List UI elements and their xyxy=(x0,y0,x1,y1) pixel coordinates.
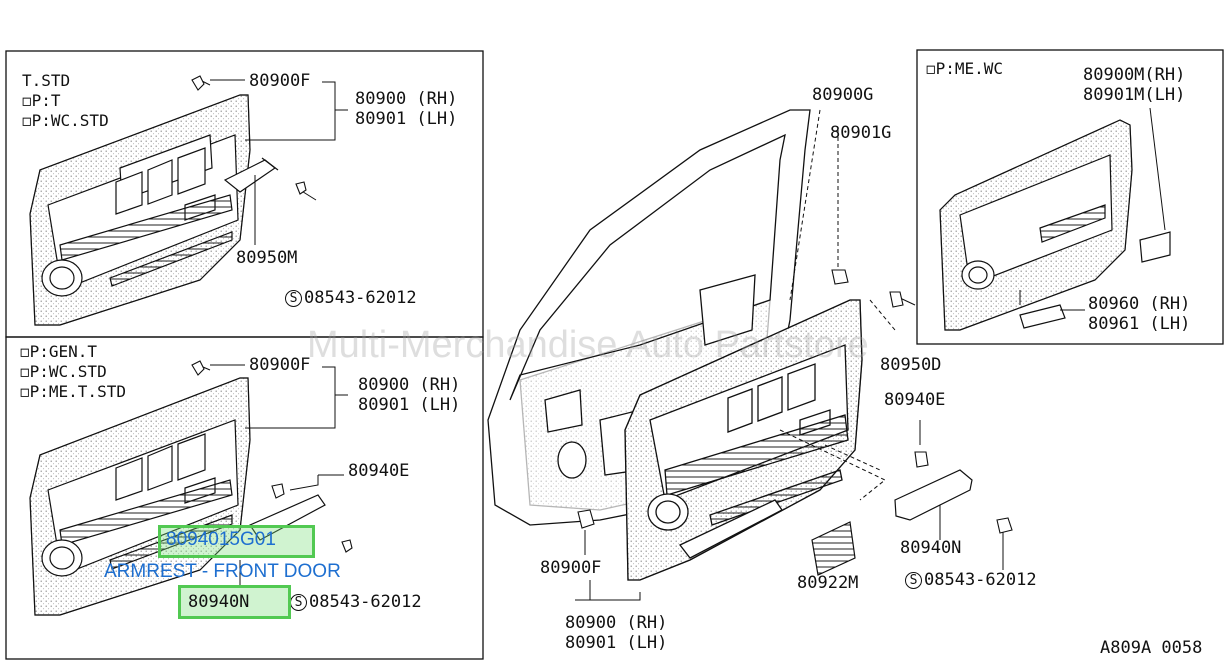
part-label: 80900 (RH) xyxy=(565,613,668,633)
part-label: 80900 (RH) xyxy=(358,375,461,395)
part-label: 80901 (LH) xyxy=(565,633,668,653)
fasteners-main xyxy=(577,269,1013,534)
part-label: 80901 (LH) xyxy=(358,395,461,415)
highlight-part-description: ARMREST - FRONT DOOR xyxy=(104,561,341,582)
leader-lines-main-solid xyxy=(575,297,1004,601)
option-code: ◻P:GEN.T xyxy=(20,342,98,361)
door-trim-panel-top-right xyxy=(939,119,1171,331)
part-label: 80950D xyxy=(880,355,942,375)
door-trim-panel-main xyxy=(624,299,863,581)
frame-bottom-left xyxy=(5,336,484,660)
armrest-label-highlight[interactable] xyxy=(178,585,291,619)
part-label: 80940N xyxy=(900,538,962,558)
option-code: T.STD xyxy=(22,71,71,90)
part-label: 80900 (RH) xyxy=(355,89,458,109)
part-label: 80922M xyxy=(797,573,859,593)
part-label: 80900F xyxy=(249,355,311,375)
part-label: 08543-62012 xyxy=(304,288,417,308)
part-label: 80901G xyxy=(830,123,892,143)
option-code: ◻P:ME.T.STD xyxy=(20,382,126,401)
fasteners-bottom-left xyxy=(191,360,353,553)
figure-code: A809A 0058 xyxy=(1100,638,1203,658)
part-label: 80950M xyxy=(236,248,298,268)
fasteners-top-left xyxy=(191,75,307,195)
armrest-main xyxy=(894,469,973,521)
part-label: 08543-62012 xyxy=(309,592,422,612)
part-label: 80900F xyxy=(249,71,311,91)
part-label: 08543-62012 xyxy=(924,570,1037,590)
part-label: 80900M(RH) xyxy=(1083,65,1186,85)
part-label: 80901 (LH) xyxy=(355,109,458,129)
part-label: 80960 (RH) xyxy=(1088,294,1191,314)
frame-top-right xyxy=(916,49,1224,345)
watermark: Multi-Merchandise Auto Partstore xyxy=(307,324,869,366)
highlight-part-number[interactable]: 8094015G01 xyxy=(166,529,276,550)
inset-frames xyxy=(5,49,1224,660)
part-number-highlight[interactable] xyxy=(158,525,315,558)
part-label: 80900G xyxy=(812,85,874,105)
part-label: 80900F xyxy=(540,558,602,578)
grille-main xyxy=(811,521,856,576)
standard-part-symbol: S xyxy=(905,571,922,589)
part-label: 80961 (LH) xyxy=(1088,314,1191,334)
option-code: ◻P:WC.STD xyxy=(20,362,107,381)
door-trim-panel-top-left xyxy=(29,94,279,326)
part-label: 80901M(LH) xyxy=(1083,85,1186,105)
part-label: 80940E xyxy=(348,461,410,481)
leader-lines-top-right xyxy=(1019,107,1166,311)
part-label-armrest[interactable]: 80940N xyxy=(188,592,250,612)
leader-lines-main xyxy=(779,109,896,501)
part-label: 80940E xyxy=(884,390,946,410)
standard-part-symbol: S xyxy=(285,289,302,307)
option-code: ◻P:T xyxy=(22,91,61,110)
option-code: ◻P:ME.WC xyxy=(926,59,1004,78)
option-code: ◻P:WC.STD xyxy=(22,111,109,130)
standard-part-symbol: S xyxy=(290,593,307,611)
